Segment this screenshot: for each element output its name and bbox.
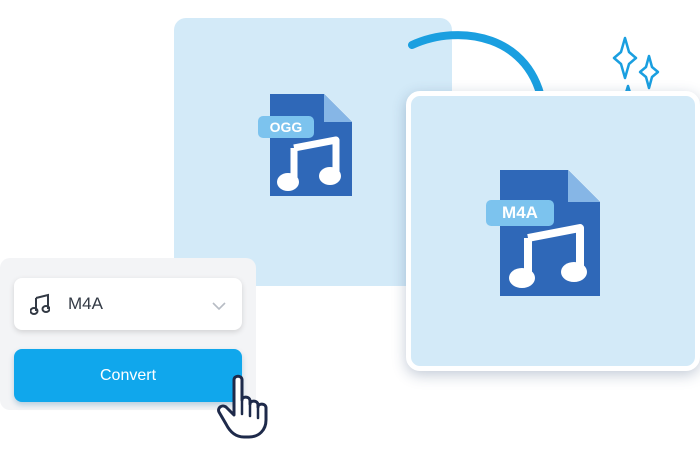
m4a-label: M4A xyxy=(486,200,554,226)
convert-button[interactable]: Convert xyxy=(14,349,242,402)
format-select[interactable]: M4A xyxy=(14,278,242,330)
ogg-label: OGG xyxy=(258,116,314,138)
format-select-value: M4A xyxy=(68,294,103,313)
music-note-icon xyxy=(29,293,51,320)
ogg-file-icon: OGG xyxy=(252,94,352,196)
m4a-file-icon: M4A xyxy=(482,170,600,296)
chevron-down-icon[interactable] xyxy=(212,298,226,316)
pointer-hand-icon xyxy=(216,374,278,445)
